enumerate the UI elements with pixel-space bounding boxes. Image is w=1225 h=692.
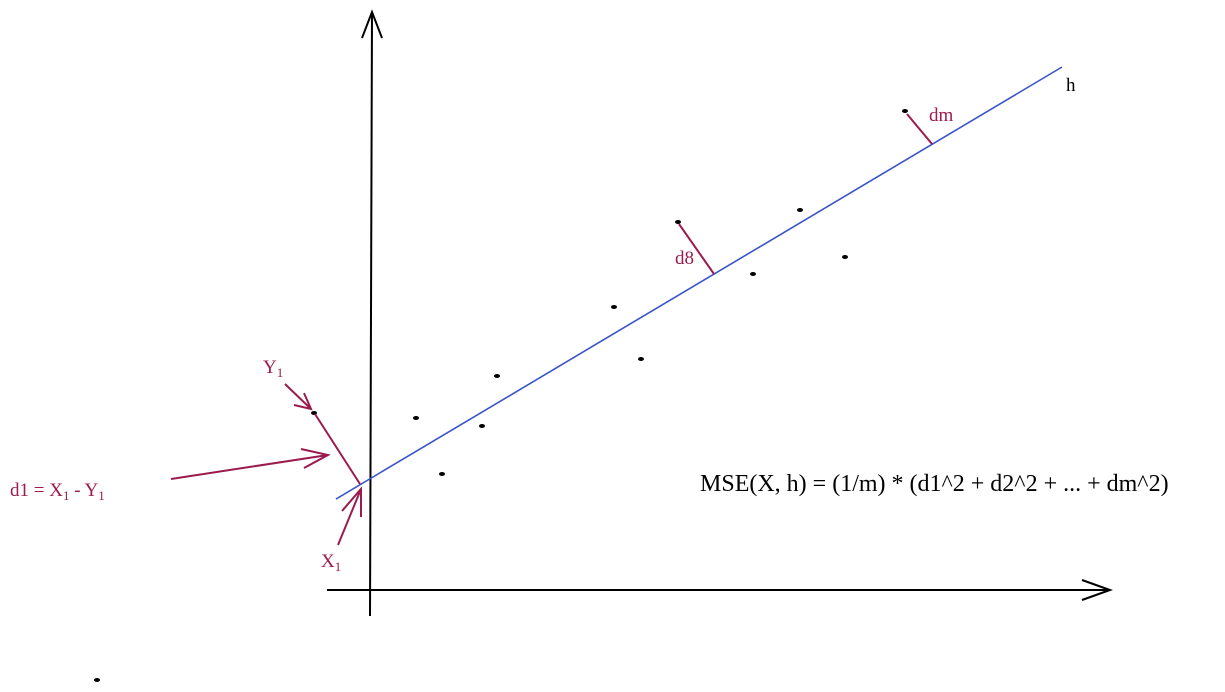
line-h-label: h [1066,75,1076,96]
mse-formula: MSE(X, h) = (1/m) * (d1^2 + d2^2 + ... +… [700,471,1169,497]
data-point [494,374,500,378]
residual-d1 [314,413,361,485]
x-axis-arrowhead [1081,579,1113,601]
y-axis-arrowhead [361,9,383,39]
dm-label: dm [929,105,954,126]
data-point [902,109,908,113]
regression-line-h [335,66,1063,500]
data-point [675,220,681,224]
d1-definition: d1 = X1 - Y1 [10,480,105,503]
data-point [479,424,485,428]
data-point [94,678,100,682]
data-point [611,305,617,309]
y1-label: Y1 [263,357,283,380]
data-point [797,208,803,212]
d8-label: d8 [675,248,694,269]
d1-arrow [170,448,331,480]
x1-label: X1 [321,551,341,574]
y-axis [361,9,383,617]
data-point [842,255,848,259]
data-point [439,472,445,476]
x-axis [327,579,1113,601]
residual-d8 [678,223,715,275]
data-point [413,416,419,420]
data-points [94,109,908,682]
y1-arrow [284,383,313,411]
data-point [638,357,644,361]
data-point [750,272,756,276]
residual-dm [906,113,933,145]
x1-arrow [337,486,362,546]
residuals [314,113,933,485]
